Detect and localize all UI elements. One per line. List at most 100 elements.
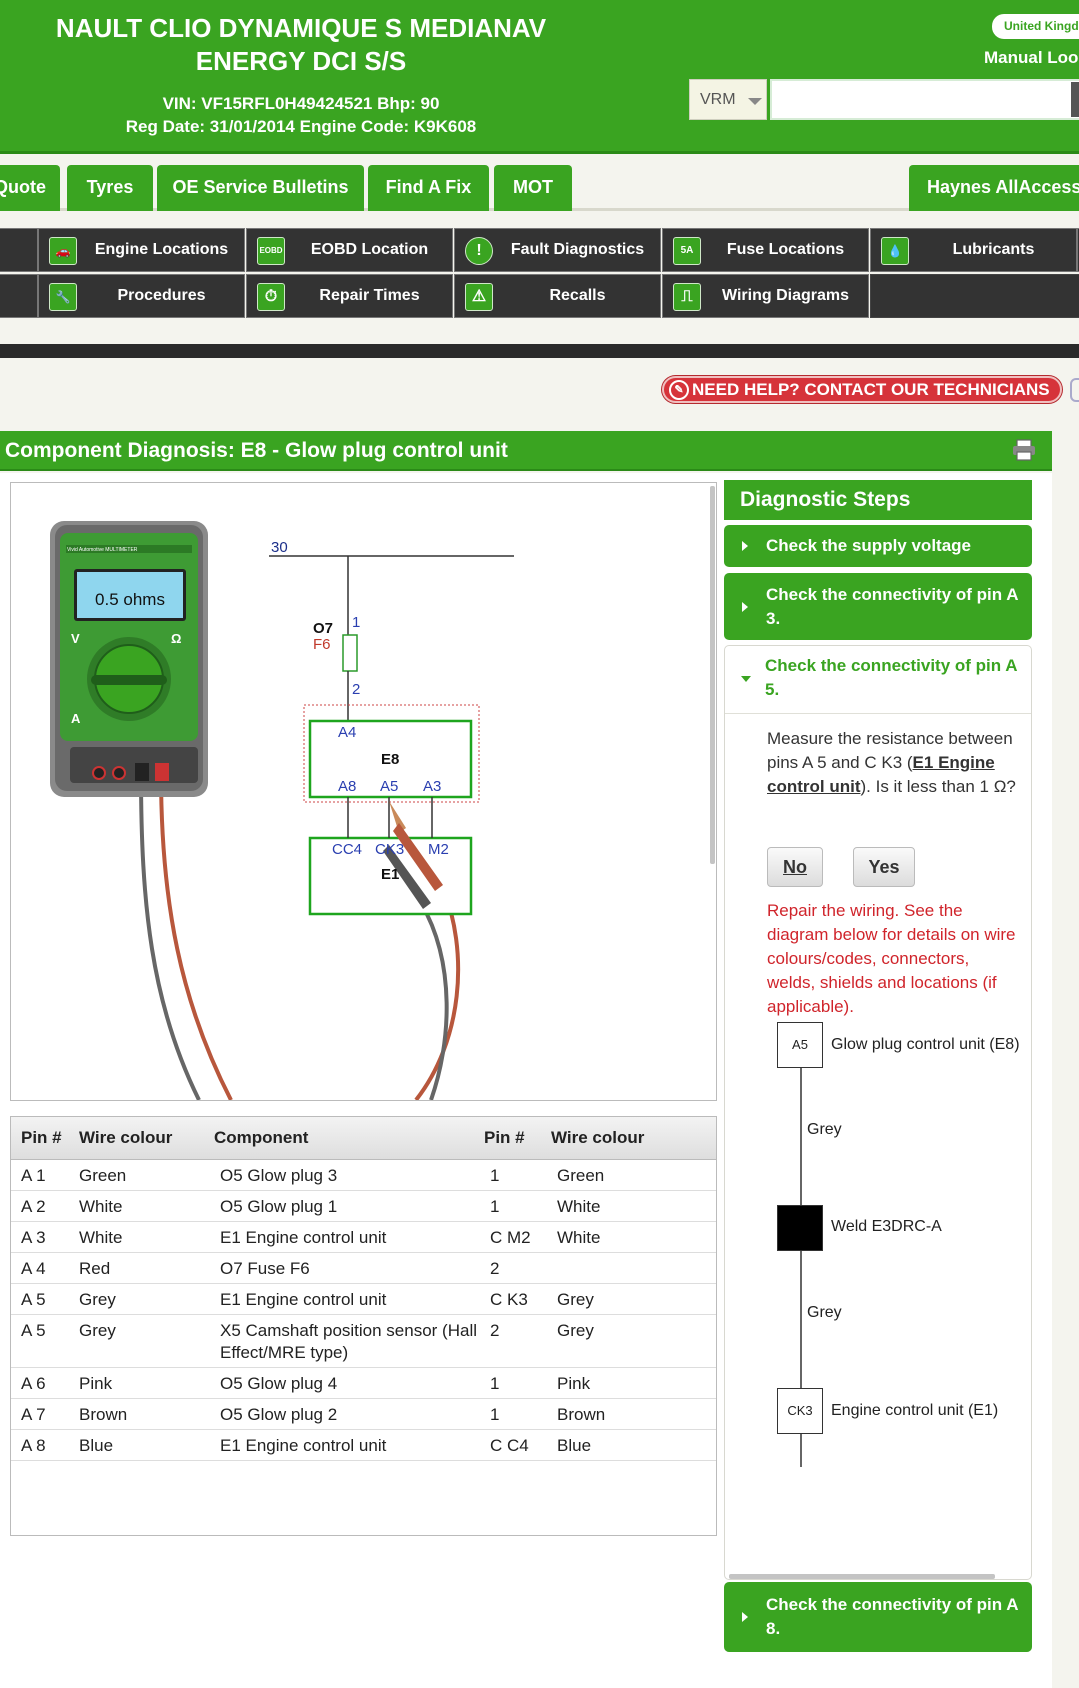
table-cell: White xyxy=(79,1190,214,1222)
help-side-icon[interactable] xyxy=(1070,378,1079,402)
step-label: Check the connectivity of pin A 8. xyxy=(766,1595,1018,1638)
manual-lookup-link[interactable]: Manual Look xyxy=(984,48,1079,67)
section-divider xyxy=(0,344,1079,358)
table-cell: A 4 xyxy=(11,1252,79,1284)
table-cell: Grey xyxy=(79,1314,214,1368)
diagnostic-steps-title: Diagnostic Steps xyxy=(724,480,1032,520)
vrm-select[interactable]: VRM xyxy=(689,79,767,120)
repair-instructions: Repair the wiring. See the diagram below… xyxy=(767,901,1016,1016)
diagram-scrollbar[interactable] xyxy=(710,486,715,864)
no-button[interactable]: No xyxy=(767,847,823,887)
multimeter-reading: 0.5 ohms xyxy=(95,590,165,609)
step-check-pin-a5[interactable]: Check the connectivity of pin A 5. xyxy=(725,646,1031,714)
country-selector[interactable]: United Kingdo xyxy=(992,14,1079,39)
tool-label: EOBD Location xyxy=(310,241,429,258)
table-cell: 1 xyxy=(484,1367,551,1399)
e8-pin-a4: A4 xyxy=(338,724,356,741)
table-cell: 1 xyxy=(484,1190,551,1222)
step-check-pin-a3[interactable]: Check the connectivity of pin A 3. xyxy=(724,573,1032,640)
table-cell: A 2 xyxy=(11,1190,79,1222)
e1-pin-cc4: CC4 xyxy=(332,841,362,858)
vrm-input[interactable] xyxy=(770,79,1079,120)
table-cell: Red xyxy=(79,1252,214,1284)
e1-pin-m2: M2 xyxy=(428,841,449,858)
step-check-pin-a8[interactable]: Check the connectivity of pin A 8. xyxy=(724,1582,1032,1652)
table-cell: Grey xyxy=(79,1283,214,1315)
step-label: Check the supply voltage xyxy=(766,536,971,555)
e1-label: E1 xyxy=(381,866,399,883)
tool-procedures[interactable]: 🔧 Procedures xyxy=(38,274,245,318)
tool-fuse-locations[interactable]: 5A Fuse Locations xyxy=(662,228,869,272)
weld-label: Weld E3DRC-A xyxy=(831,1218,942,1235)
supply-label: 30 xyxy=(271,539,288,556)
question-text: Measure the resistance between pins A 5 … xyxy=(767,729,1013,772)
component-title: Component Diagnosis: E8 - Glow plug cont… xyxy=(0,431,1052,471)
step-label: Check the connectivity of pin A 5. xyxy=(765,656,1017,699)
col-dest-wire-colour: Wire colour xyxy=(551,1117,716,1160)
table-cell: E1 Engine control unit xyxy=(214,1283,484,1315)
chevron-right-icon xyxy=(742,1612,748,1622)
tab-mot[interactable]: MOT xyxy=(494,165,572,211)
table-cell: Green xyxy=(551,1159,716,1191)
table-cell: C K3 xyxy=(484,1283,551,1315)
toolbar-item-partial[interactable] xyxy=(0,274,38,318)
pin-table: Pin # Wire colour Component Pin # Wire c… xyxy=(11,1117,716,1461)
fuse-name-label: F6 xyxy=(313,636,331,653)
tool-repair-times[interactable]: ⏱ Repair Times xyxy=(246,274,453,318)
table-cell: 1 xyxy=(484,1398,551,1430)
help-pencil-icon: ✎ xyxy=(669,380,689,400)
e8-pin-a8: A8 xyxy=(338,778,356,795)
table-cell: Grey xyxy=(551,1314,716,1368)
stopwatch-icon: ⏱ xyxy=(257,283,285,311)
table-cell: Blue xyxy=(79,1429,214,1461)
printer-icon[interactable] xyxy=(1012,439,1036,461)
horizontal-scrollbar[interactable] xyxy=(729,1574,995,1579)
vrm-search-button[interactable] xyxy=(1071,82,1079,117)
table-cell: Brown xyxy=(79,1398,214,1430)
step-question: Measure the resistance between pins A 5 … xyxy=(767,727,1017,799)
tool-label: Fuse Locations xyxy=(726,241,845,258)
table-cell: A 5 xyxy=(11,1314,79,1368)
tool-label: Fault Diagnostics xyxy=(510,241,645,258)
e1-pin-ck3: CK3 xyxy=(375,841,404,858)
tab-tyres[interactable]: Tyres xyxy=(67,165,153,211)
chevron-right-icon xyxy=(742,601,748,612)
chevron-down-icon xyxy=(748,98,762,105)
tool-fault-diagnostics[interactable]: ! Fault Diagnostics xyxy=(454,228,661,272)
table-cell: A 8 xyxy=(11,1429,79,1461)
tool-eobd-location[interactable]: EOBD EOBD Location xyxy=(246,228,453,272)
tab-quote[interactable]: Quote xyxy=(0,165,60,211)
table-cell: E1 Engine control unit xyxy=(214,1221,484,1253)
red-lead-probe xyxy=(414,882,461,1102)
contact-technicians-button[interactable]: ✎ NEED HELP? CONTACT OUR TECHNICIANS xyxy=(662,376,1062,403)
tool-recalls[interactable]: ⚠ Recalls xyxy=(454,274,661,318)
tool-wiring-diagrams[interactable]: ⎍ Wiring Diagrams xyxy=(662,274,869,318)
vehicle-header xyxy=(0,0,1079,154)
pin-a5-box: A5 xyxy=(777,1022,823,1068)
reg-line: Reg Date: 31/01/2014 Engine Code: K9K608 xyxy=(125,117,477,136)
tab-haynes-allaccess[interactable]: Haynes AllAccess xyxy=(909,165,1079,211)
tab-find-a-fix[interactable]: Find A Fix xyxy=(368,165,489,211)
table-cell: O7 Fuse F6 xyxy=(214,1252,484,1284)
tool-lubricants[interactable]: 💧 Lubricants xyxy=(870,228,1077,272)
toolbar-empty-cell xyxy=(870,274,1079,318)
yes-button[interactable]: Yes xyxy=(853,847,915,887)
e8-pin-a5: A5 xyxy=(380,778,398,795)
table-cell: O5 Glow plug 2 xyxy=(214,1398,484,1430)
alert-icon: ! xyxy=(465,237,493,265)
tab-oe-service-bulletins[interactable]: OE Service Bulletins xyxy=(157,165,364,211)
wire-colour-label: Grey xyxy=(807,1304,842,1321)
toolbar-item-partial[interactable] xyxy=(0,228,38,272)
eobd-icon: EOBD xyxy=(257,237,285,265)
black-lead-probe xyxy=(419,901,449,1101)
tool-engine-locations[interactable]: 🚗 Engine Locations xyxy=(38,228,245,272)
test-diagram: Vivid Automotive MULTIMETER 0.5 ohms V Ω… xyxy=(10,482,717,1102)
table-cell: Blue xyxy=(551,1429,716,1461)
fuse-pin1-label: 1 xyxy=(352,614,360,631)
e1-engine-control-unit-link[interactable]: E1 Engine control unit xyxy=(767,753,995,796)
step-check-supply-voltage[interactable]: Check the supply voltage xyxy=(724,525,1032,567)
pin-table-header: Pin # Wire colour Component Pin # Wire c… xyxy=(11,1117,716,1160)
